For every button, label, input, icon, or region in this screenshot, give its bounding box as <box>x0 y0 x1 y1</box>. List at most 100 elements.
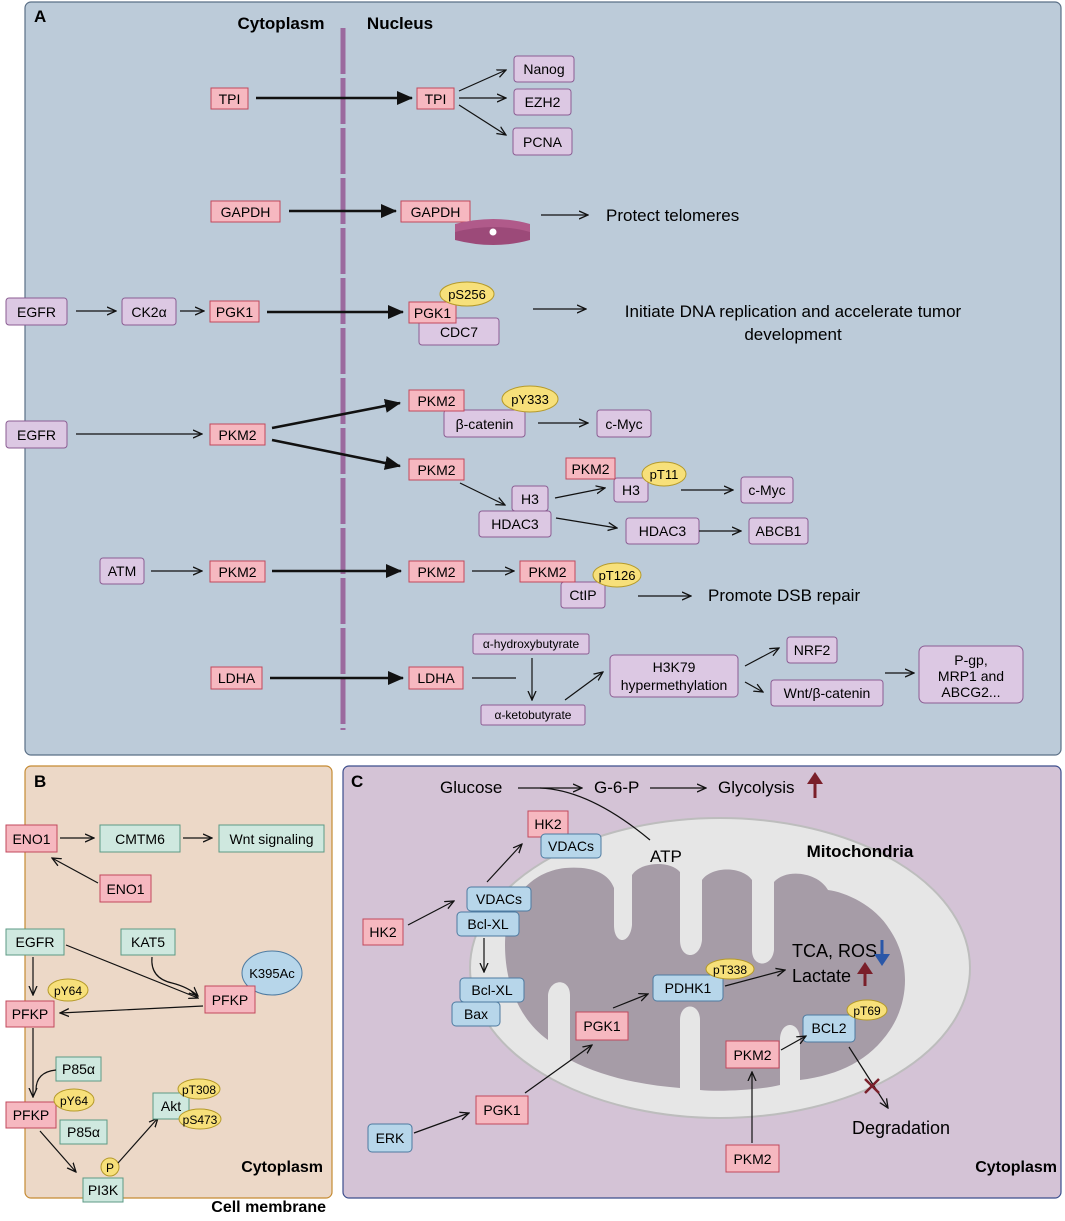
tca-down-arrow <box>874 940 890 966</box>
protect-telomeres-text: Protect telomeres <box>606 206 739 225</box>
pdhk1-box <box>652 974 724 1002</box>
pgk1-to-mito-pgk1-arrow <box>524 1045 592 1094</box>
glucose-atp-line <box>539 787 651 841</box>
ck2a-box <box>121 297 177 326</box>
hdac3-2-label: HDAC3 <box>639 523 687 539</box>
nrf2-label: NRF2 <box>794 642 831 658</box>
ps256-label: pS256 <box>448 287 486 302</box>
hk2-c-box <box>362 918 404 946</box>
pdhk1-label: PDHK1 <box>665 980 712 996</box>
nanog-label: Nanog <box>523 61 564 77</box>
pgk1-mito-label: PGK1 <box>583 1018 621 1034</box>
pkm2-atm-nuc-label: PKM2 <box>417 564 455 580</box>
panel-b-letter: B <box>34 772 46 791</box>
py333-phospho <box>501 385 559 413</box>
egfr-a1-label: EGFR <box>17 304 56 320</box>
p-label: P <box>106 1161 114 1175</box>
h3k79-to-nrf2-arrow <box>744 648 779 667</box>
pkm2-c-box <box>725 1144 780 1173</box>
kat5-to-pfkp-arrow <box>151 956 198 996</box>
nrf2-box <box>786 636 838 664</box>
hdac3-to-hdac3-arrow <box>555 517 617 528</box>
egfr-b-label: EGFR <box>16 934 55 950</box>
pcna-box <box>512 127 573 156</box>
pgk1-nuc-box <box>408 301 457 324</box>
akt-label: Akt <box>161 1098 181 1114</box>
g6p-text: G-6-P <box>594 778 639 797</box>
h3k79-label-2: hypermethylation <box>621 677 728 693</box>
py333-label: pY333 <box>511 392 549 407</box>
hk2-to-vdacs-arrow <box>407 901 454 926</box>
h3-label: H3 <box>521 491 539 507</box>
pkm2-bcl2-box <box>725 1040 780 1069</box>
pfkp-k395-to-pfkp-arrow <box>60 1005 204 1013</box>
nucleus-label: Nucleus <box>367 14 433 33</box>
pkm2-bcl2-label: PKM2 <box>733 1047 771 1063</box>
pt11-phospho <box>641 461 687 487</box>
k395ac-label: K395Ac <box>249 966 295 981</box>
egfr-a1-box <box>5 297 68 326</box>
pfkp-k395-label: PFKP <box>212 992 249 1008</box>
pgk1-mito-box <box>575 1011 629 1041</box>
pkm2-beta-label: PKM2 <box>417 393 455 409</box>
vdacs-2-label: VDACs <box>476 891 522 907</box>
pkm2-to-bcl2-arrow <box>780 1036 806 1051</box>
wnt-signaling-box <box>218 824 325 853</box>
gapdh-nuc-box <box>400 200 471 223</box>
ketobutyrate-box <box>480 704 586 726</box>
abcb1-box <box>748 517 809 545</box>
hydroxybutyrate-label: α-hydroxybutyrate <box>483 637 580 651</box>
pgp-box <box>918 645 1024 704</box>
p85a-1-label: P85α <box>62 1061 95 1077</box>
pkm2-atm-cyto-box <box>209 560 266 583</box>
glucose-text: Glucose <box>440 778 502 797</box>
pgk1-cyto-label: PGK1 <box>216 304 254 320</box>
keto-to-h3k79-arrow <box>564 672 603 701</box>
eno1-1-label: ENO1 <box>12 831 50 847</box>
pgk1-nuc-label: PGK1 <box>414 305 452 321</box>
pdhk1-to-tca-arrow <box>724 970 785 987</box>
egfr-a2-box <box>5 420 68 449</box>
p85a-2-label: P85α <box>67 1124 100 1140</box>
pkm2-ph3-box <box>565 457 616 480</box>
pkm2-ctip-box <box>519 560 576 583</box>
pt126-phospho <box>592 562 642 588</box>
h3-p-label: H3 <box>622 482 640 498</box>
pfkp-y64-box <box>5 1000 55 1028</box>
p-phospho <box>100 1157 120 1177</box>
pt338-label: pT338 <box>713 963 747 977</box>
cmyc-1-label: c-Myc <box>605 416 642 432</box>
ezh2-box <box>513 88 572 116</box>
h3-p-box <box>613 477 649 503</box>
p85a-join-line <box>35 1069 57 1091</box>
ctip-label: CtIP <box>569 587 596 603</box>
eno1-to-eno1-arrow <box>52 858 99 884</box>
pkm2-h3-box <box>408 458 465 481</box>
egfr-b-box <box>5 928 65 956</box>
pkm2-ctip-label: PKM2 <box>528 564 566 580</box>
ldha-cyto-label: LDHA <box>218 670 256 686</box>
pkm2-to-h3hdac3-arrow <box>459 482 505 505</box>
pt308-phospho <box>177 1078 221 1100</box>
wnt-catenin-label: Wnt/β-catenin <box>784 685 871 701</box>
vdacs-1-label: VDACs <box>548 838 594 854</box>
bcl2-label: BCL2 <box>811 1020 846 1036</box>
gapdh-cyto-box <box>210 200 281 223</box>
degradation-text: Degradation <box>852 1118 950 1138</box>
panel-b-background <box>24 765 333 1199</box>
bax-label: Bax <box>464 1006 488 1022</box>
wnt-signaling-label: Wnt signaling <box>229 831 313 847</box>
dna-replication-text-1: Initiate DNA replication and accelerate … <box>625 302 962 321</box>
chromosome-icon <box>455 219 530 245</box>
p85a-2-box <box>59 1119 108 1145</box>
hdac3-label: HDAC3 <box>491 516 539 532</box>
p85a-1-box <box>55 1056 102 1082</box>
ck2a-label: CK2α <box>131 304 166 320</box>
panel-b: B ENO1 CMTM6 Wnt signaling ENO1 EGFR KAT… <box>5 765 333 1216</box>
atp-text: ATP <box>650 847 682 866</box>
atm-box <box>99 557 145 585</box>
panel-c-letter: C <box>351 772 363 791</box>
panel-a: A Cytoplasm Nucleus TPI TPI Nanog EZH2 P… <box>5 1 1062 756</box>
erk-label: ERK <box>376 1130 405 1146</box>
